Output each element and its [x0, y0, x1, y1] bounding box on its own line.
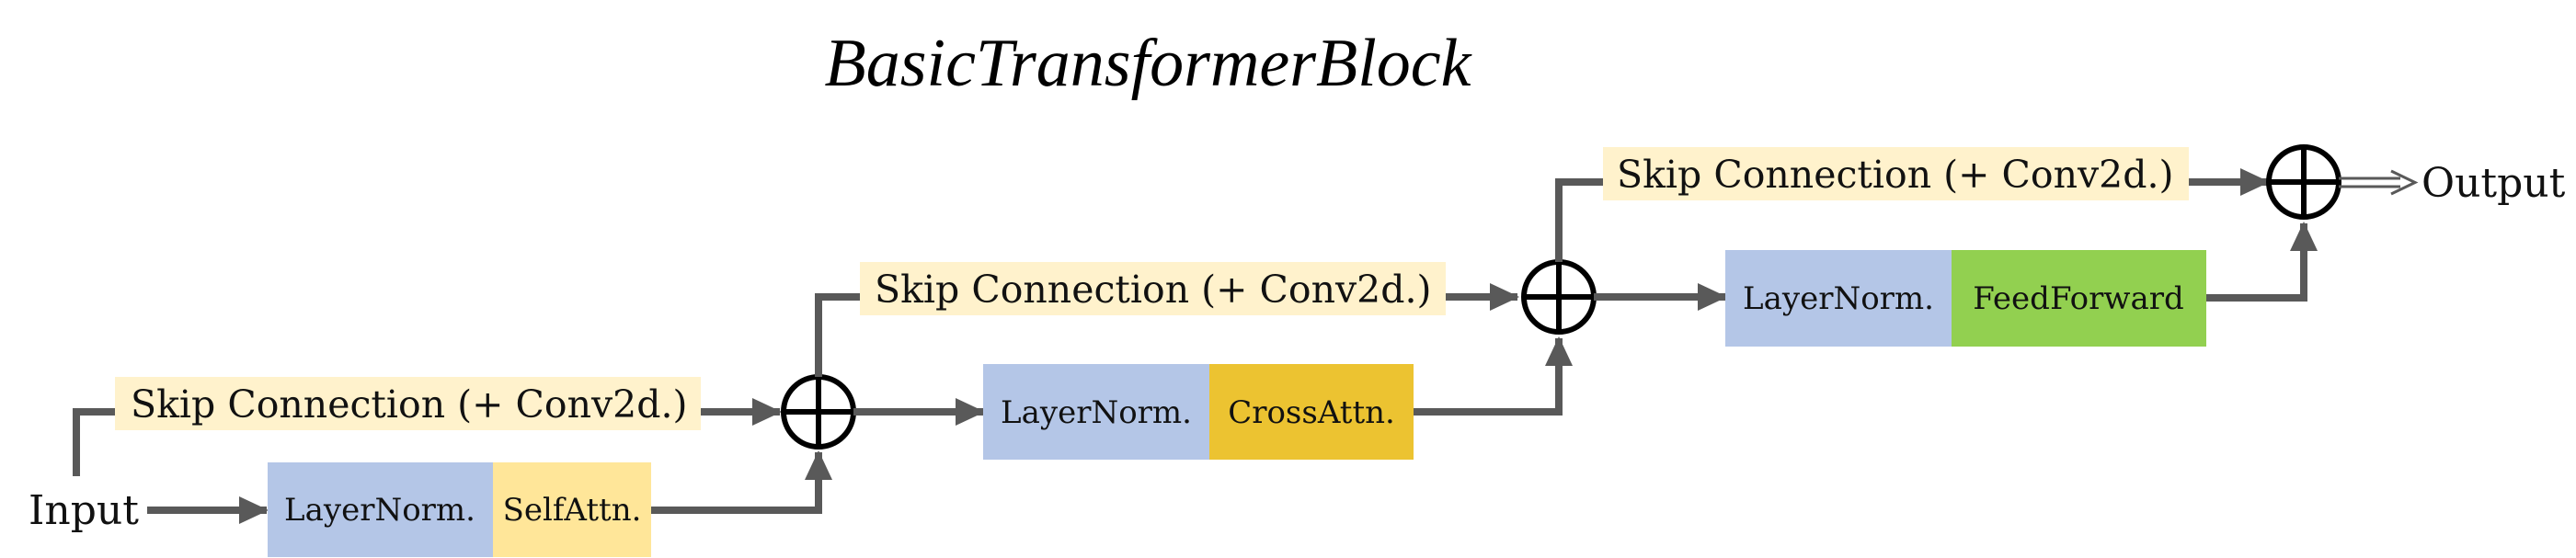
layernorm-box-2 [983, 364, 1209, 460]
layernorm-label-3: LayerNorm. [1743, 280, 1934, 317]
layernorm-label-2: LayerNorm. [1001, 394, 1192, 431]
crossattn-label: CrossAttn. [1228, 394, 1395, 431]
skip-line-1 [73, 408, 115, 476]
output-arrow [2339, 169, 2419, 196]
crossattn-box [1209, 364, 1414, 460]
skip-label-1: Skip Connection (+ Conv2d.) [131, 382, 688, 427]
sum-node-3 [2266, 144, 2341, 220]
skip-label-2: Skip Connection (+ Conv2d.) [875, 268, 1432, 312]
input-label: Input [29, 487, 139, 534]
feedforward-label: FeedForward [1973, 280, 2184, 317]
block1-to-sum1 [651, 450, 832, 514]
layernorm-box-1 [268, 462, 493, 557]
diagram-title: BasicTransformerBlock [825, 26, 1472, 101]
skip-label-3: Skip Connection (+ Conv2d.) [1617, 153, 2174, 197]
skip-line-3 [1555, 178, 1603, 262]
block2-to-sum2 [1414, 336, 1573, 416]
output-label: Output [2421, 160, 2566, 207]
skip-label-bg-1 [115, 377, 701, 430]
block3-to-sum3 [2206, 222, 2318, 302]
skip-label-bg-3 [1603, 147, 2189, 200]
sum-node-2 [1521, 259, 1597, 335]
sum-node-1 [781, 374, 856, 450]
layernorm-box-3 [1725, 250, 1952, 347]
skip-line-2 [815, 293, 860, 377]
selfattn-label: SelfAttn. [503, 492, 642, 529]
skip-label-bg-2 [860, 262, 1446, 315]
layernorm-label-1: LayerNorm. [284, 492, 475, 529]
feedforward-box [1952, 250, 2206, 347]
selfattn-box [493, 462, 651, 557]
